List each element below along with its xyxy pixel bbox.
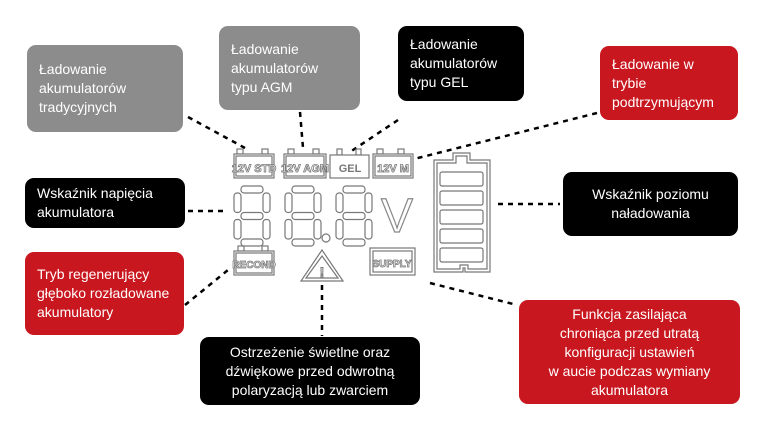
leader-line <box>349 118 399 154</box>
digit-segment <box>342 211 366 221</box>
callout-text: akumulatorów <box>410 55 498 71</box>
digit-segment <box>335 218 344 240</box>
callout-text: akumulatora <box>590 381 669 398</box>
digit-segment <box>313 218 322 240</box>
callout-text: akumulatora <box>37 204 115 220</box>
callout-warning: Ostrzeżenie świetlne oraz dźwiękowe prze… <box>200 337 420 405</box>
digit-segment <box>240 185 264 194</box>
lcd-label-gel: GEL <box>339 163 362 175</box>
digit-segment <box>284 218 293 240</box>
digit-segment <box>364 192 373 214</box>
callout-supply: Funkcja zasilająca chroniąca przed utrat… <box>519 300 740 404</box>
callout-standard: Ładowanie akumulatorów tradycyjnych <box>27 45 183 132</box>
callout-text: chroniąca przed utratą <box>559 324 700 341</box>
callout-text: Wskaźnik poziomu <box>592 186 709 202</box>
lcd-label-maintenance: 12V M <box>377 163 409 175</box>
callout-text: Funkcja zasilająca <box>572 305 687 322</box>
supply-icon <box>369 247 416 276</box>
callout-text: akumulatorów <box>39 80 127 96</box>
digit-segment <box>262 192 271 214</box>
warning-symbol: ! <box>320 264 325 280</box>
callout-text: w aucie podczas wymiany <box>548 362 711 379</box>
warning-triangle-icon <box>299 248 345 282</box>
callout-charge-level: Wskaźnik poziomu naładowania <box>563 172 738 236</box>
leader-line <box>298 111 305 149</box>
callout-text: naładowania <box>611 205 690 221</box>
lcd-label-supply: SUPPLY <box>372 259 411 270</box>
callout-text: typu GEL <box>410 74 469 90</box>
callout-text: polaryzacją lub zwarciem <box>231 381 389 398</box>
callout-text: trybie <box>612 74 647 91</box>
callout-agm: Ładowanie akumulatorów typu AGM <box>219 26 360 110</box>
leader-line <box>187 115 246 150</box>
battery-maintenance-icon <box>372 148 414 179</box>
volt-unit: V <box>381 190 413 243</box>
callout-text: Ładowanie <box>39 61 107 77</box>
callout-text: dźwiękowe przed odwrotną <box>225 362 395 379</box>
leader-line <box>184 269 229 306</box>
callout-text: konfiguracji ustawień <box>564 343 695 360</box>
callout-text: tradycyjnych <box>39 99 117 115</box>
digit-segment <box>313 192 322 214</box>
charge-bar <box>439 190 484 206</box>
callout-text: Ładowanie <box>410 36 478 52</box>
leader-line <box>429 281 518 307</box>
callout-recond: Tryb regenerujący głęboko rozładowane ak… <box>25 252 184 335</box>
digit-segment <box>262 218 271 240</box>
digit-segment <box>291 211 315 221</box>
digit-segment <box>342 238 366 247</box>
digit-segment <box>364 218 373 240</box>
callout-text: Ładowanie <box>231 40 299 57</box>
charge-bar <box>439 247 484 263</box>
callout-text: Tryb regenerujący <box>37 266 150 282</box>
decimal-point <box>321 233 331 243</box>
charge-bar <box>439 228 484 244</box>
callout-text: Ładowanie w <box>612 55 694 72</box>
charge-bar <box>439 209 484 225</box>
charge-level-battery-icon <box>433 152 491 273</box>
battery-gel-icon <box>329 148 370 179</box>
callout-gel: Ładowanie akumulatorów typu GEL <box>398 26 524 101</box>
digit-segment <box>335 192 344 214</box>
callout-text: typu AGM <box>231 78 293 95</box>
digit-segment <box>342 185 366 194</box>
leader-line <box>409 111 598 162</box>
digit-segment <box>291 238 315 247</box>
callout-text: podtrzymującym <box>612 93 714 110</box>
digit-segment <box>240 238 264 247</box>
charge-bar <box>439 171 484 187</box>
callout-maintenance: Ładowanie w trybie podtrzymującym <box>600 46 738 120</box>
digit-segment <box>240 211 264 221</box>
digit-segment <box>291 185 315 194</box>
battery-agm-icon <box>283 148 327 179</box>
callout-text: Ostrzeżenie świetlne oraz <box>229 343 391 360</box>
digit-segment <box>233 192 242 214</box>
callout-text: akumulatory <box>37 304 114 320</box>
lcd-label-agm: 12V AGM <box>281 163 329 175</box>
callout-voltage: Wskaźnik napięcia akumulatora <box>25 178 185 228</box>
callout-text: głęboko rozładowane <box>37 285 170 301</box>
battery-recond-icon <box>233 245 275 276</box>
lcd-label-std: 12V STD <box>232 163 277 175</box>
digit-segment <box>233 218 242 240</box>
seven-segment-digits <box>233 185 373 247</box>
leader-lines <box>184 111 598 336</box>
callout-text: Wskaźnik napięcia <box>37 185 153 201</box>
lcd-label-recond: RECOND <box>232 260 275 271</box>
digit-segment <box>284 192 293 214</box>
battery-std-icon <box>233 148 275 179</box>
callout-text: akumulatorów <box>231 59 319 76</box>
